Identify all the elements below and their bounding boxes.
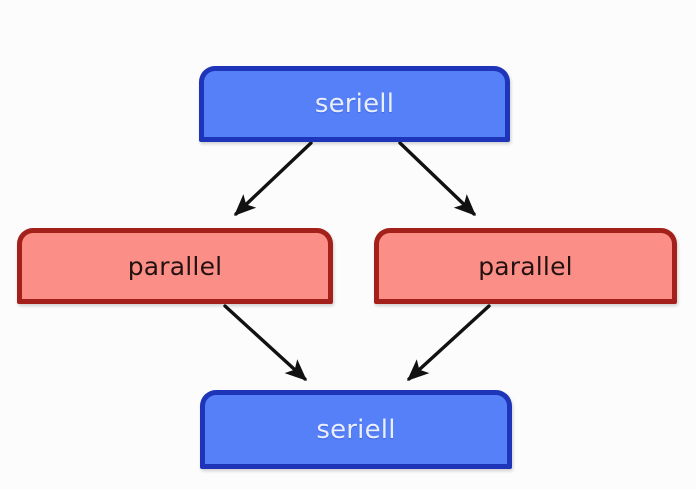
edge-top-to-left-group — [234, 141, 313, 216]
edge-top-to-right-group — [398, 141, 476, 216]
edge-left-to-bottom — [223, 304, 308, 381]
edge-right-to-bottom — [406, 304, 491, 381]
node-parallel-right[interactable]: parallel — [374, 228, 677, 304]
node-parallel-left[interactable]: parallel — [17, 228, 333, 304]
edge-left-to-bottom-group — [223, 304, 308, 381]
edge-top-to-left — [234, 141, 313, 216]
edge-top-to-right — [398, 141, 476, 216]
node-seriell-bottom[interactable]: seriell — [200, 390, 512, 469]
node-parallel-right-label: parallel — [478, 251, 573, 281]
edge-right-to-bottom-group — [406, 304, 491, 381]
node-seriell-bottom-label: seriell — [316, 414, 396, 445]
node-parallel-left-label: parallel — [127, 251, 223, 281]
node-seriell-top-label: seriell — [314, 89, 395, 119]
node-seriell-top[interactable]: seriell — [199, 66, 510, 142]
